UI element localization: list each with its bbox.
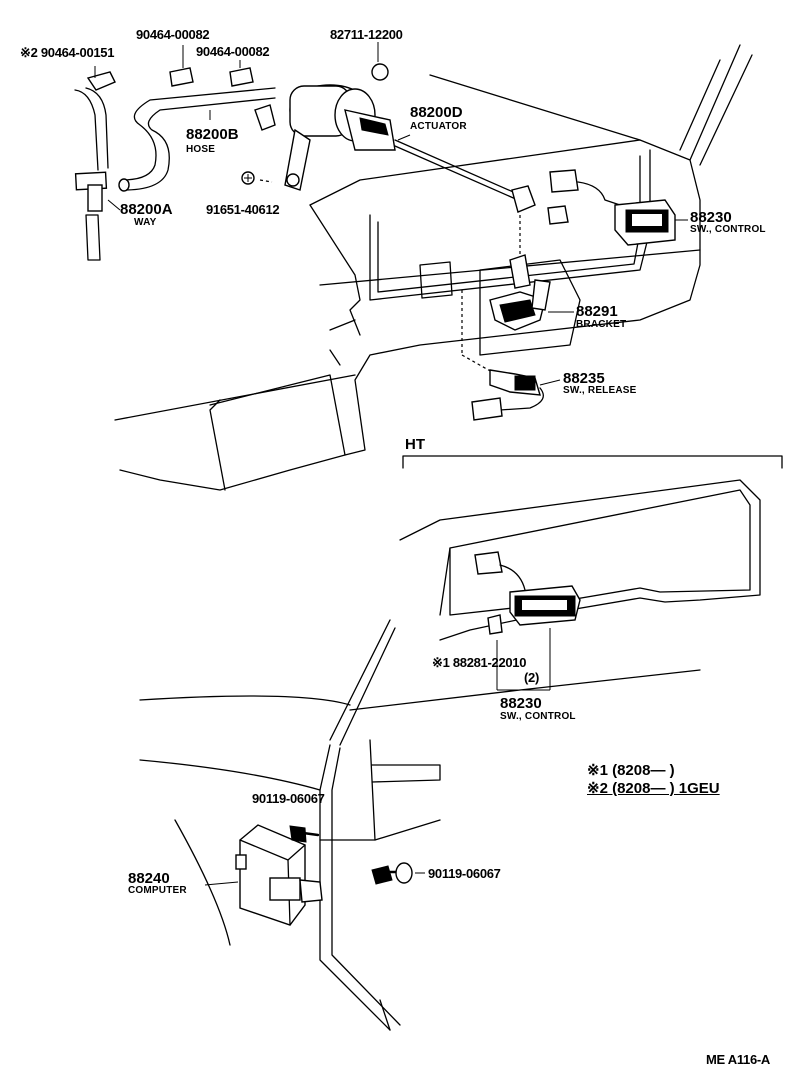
- part-name-sw-control-upper: SW., CONTROL: [690, 224, 766, 235]
- part-label-82711-12200: 82711-12200: [330, 27, 403, 42]
- part-label-88230-upper: 88230: [690, 209, 732, 226]
- control-switch-upper: [549, 169, 676, 246]
- dashboard-outline: [114, 44, 753, 491]
- part-quantity-2: (2): [524, 670, 539, 685]
- part-label-91651-40612: 91651-40612: [206, 202, 280, 217]
- leader-lines: [94, 42, 688, 886]
- part-name-hose: HOSE: [186, 144, 216, 155]
- part-label-90119-06067-b: 90119-06067: [428, 866, 501, 881]
- part-label-88200d: 88200D: [410, 104, 463, 121]
- computer-unit: [235, 824, 413, 926]
- part-label-90464-00151: ※2 90464-00151: [20, 45, 115, 60]
- part-name-sw-control-ht: SW., CONTROL: [500, 711, 576, 722]
- variant-label-ht: HT: [405, 436, 425, 453]
- hose-assembly: [74, 67, 276, 261]
- note-serial-2: ※2 (8208— ) 1GEU: [587, 780, 720, 797]
- figure-code: ME A116-A: [706, 1052, 771, 1067]
- part-name-way: WAY: [134, 217, 157, 228]
- actuator: [254, 63, 569, 225]
- ht-section-bracket: [402, 455, 783, 469]
- part-name-computer: COMPUTER: [128, 885, 187, 896]
- part-label-88200b: 88200B: [186, 126, 239, 143]
- part-label-90464-00082-b: 90464-00082: [196, 44, 270, 59]
- part-label-88240: 88240: [128, 870, 170, 887]
- part-label-88281-22010: ※1 88281-22010: [432, 655, 527, 670]
- part-label-88291: 88291: [576, 303, 618, 320]
- part-label-90119-06067-a: 90119-06067: [252, 791, 325, 806]
- part-name-bracket: BRACKET: [576, 319, 627, 330]
- part-name-actuator: ACTUATOR: [410, 121, 467, 132]
- lower-body-outline: [139, 619, 701, 1031]
- note-serial-1: ※1 (8208— ): [587, 762, 675, 779]
- part-label-90464-00082-a: 90464-00082: [136, 27, 210, 42]
- part-label-88235: 88235: [563, 370, 605, 387]
- part-label-88230-ht: 88230: [500, 695, 542, 712]
- part-name-sw-release: SW., RELEASE: [563, 385, 637, 396]
- bracket-and-release-switch: [461, 215, 551, 421]
- part-label-88200a: 88200A: [120, 201, 173, 218]
- ht-dashboard: [399, 479, 761, 691]
